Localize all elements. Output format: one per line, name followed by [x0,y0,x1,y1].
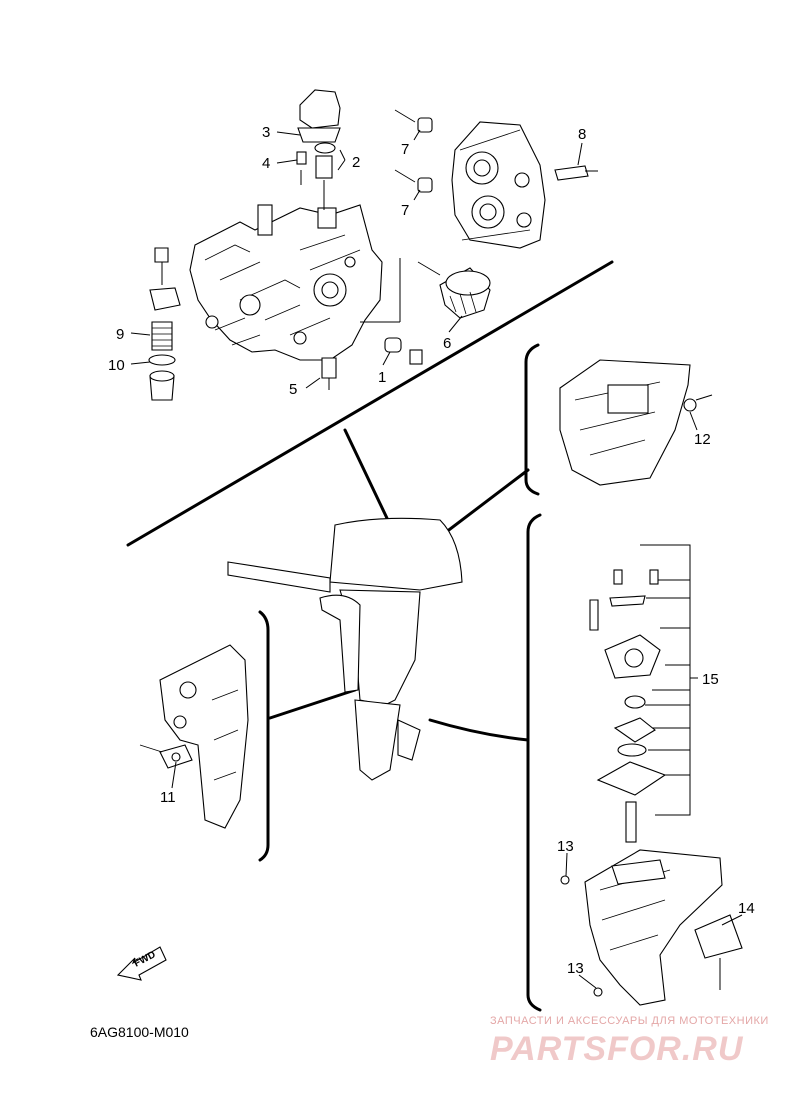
clamp-bracket [139,644,249,829]
callout-14: 14 [738,900,755,917]
callout-5: 5 [289,381,297,398]
callout-7-lower: 7 [401,202,409,219]
section-dividers [126,260,614,1012]
callout-10: 10 [108,357,125,374]
fuel-fitting-stack [148,247,181,401]
callout-7-upper: 7 [401,141,409,158]
bottom-cowling [559,359,713,486]
watermark-brand: PARTSFOR.RU [490,1030,744,1068]
callout-13-upper: 13 [557,838,574,855]
callout-6: 6 [443,335,451,352]
water-pump-kit [589,544,691,843]
callouts: 1 2 3 4 5 6 7 7 8 9 10 11 12 13 13 14 15 [108,124,755,977]
callout-9: 9 [116,326,124,343]
callout-11: 11 [160,789,176,806]
callout-12: 12 [694,431,711,448]
watermark-subtitle: ЗАПЧАСТИ И АКСЕССУАРЫ ДЛЯ МОТОТЕХНИКИ [490,1015,769,1027]
callout-13-lower: 13 [567,960,584,977]
watermark: ЗАПЧАСТИ И АКСЕССУАРЫ ДЛЯ МОТОТЕХНИКИ PA… [490,1015,769,1068]
callout-1: 1 [378,369,386,386]
callout-15: 15 [702,671,719,688]
lower-unit [560,849,743,1006]
block-small-parts [321,337,423,390]
callout-8: 8 [578,126,586,143]
outboard-motor [227,517,463,781]
cylinder-head [394,109,598,249]
callout-4: 4 [262,155,270,172]
callout-2: 2 [352,154,360,171]
fwd-arrow-icon: FWD [116,946,167,981]
power-head-block [189,204,383,361]
leader-lines [130,129,743,989]
callout-3: 3 [262,124,270,141]
diagram-code: 6AG8100-M010 [90,1024,189,1040]
oil-filter [360,258,491,323]
thermostat-assembly [296,89,341,210]
